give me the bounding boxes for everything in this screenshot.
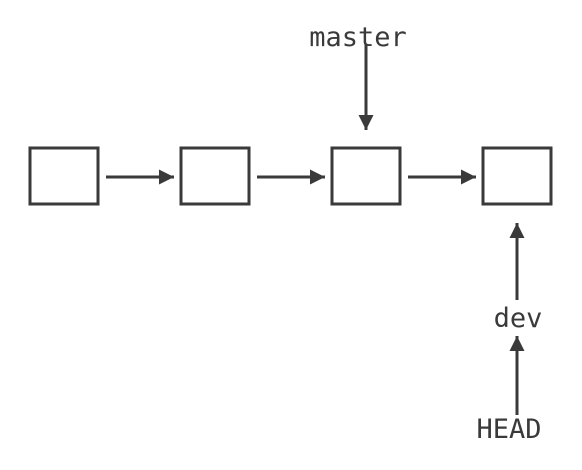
head-label: HEAD <box>476 414 541 445</box>
commit-box-3 <box>330 146 402 206</box>
master-label: master <box>309 22 407 53</box>
commit-box-2 <box>179 146 251 206</box>
commit-box-1 <box>28 146 100 206</box>
dev-label: dev <box>494 303 543 334</box>
commit-box-4 <box>481 146 553 206</box>
